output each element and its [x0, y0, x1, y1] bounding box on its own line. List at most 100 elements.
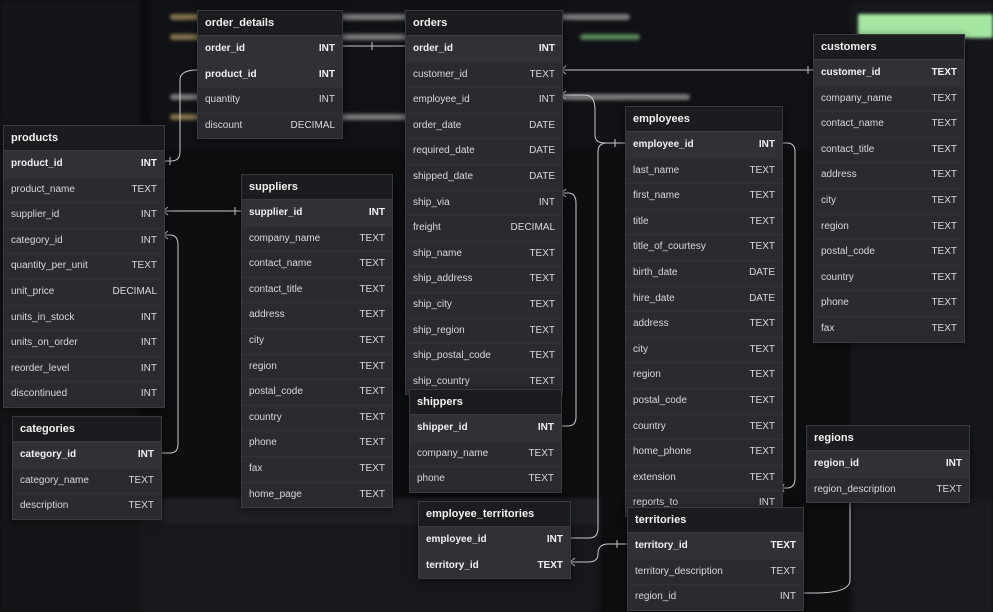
column-name: description: [20, 500, 69, 512]
column-name: fax: [821, 322, 835, 334]
link-orders-shippers: [560, 188, 577, 427]
column-type: INT: [137, 449, 154, 460]
column-type: TEXT: [529, 324, 555, 336]
column-type: TEXT: [359, 386, 385, 398]
column-type: TEXT: [931, 271, 957, 283]
column-name: country: [633, 420, 666, 432]
column-name: contact_name: [821, 118, 884, 130]
column-type: TEXT: [749, 369, 775, 381]
